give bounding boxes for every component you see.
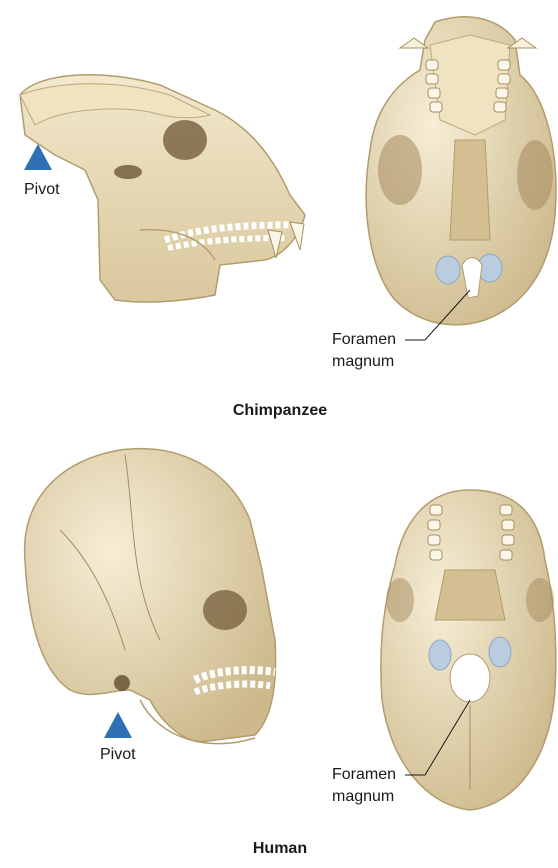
chimp-lateral-skull [20, 75, 305, 302]
chimp-occipital-condyle-left [436, 256, 460, 284]
chimp-ear-opening [114, 165, 142, 179]
chimp-caption: Chimpanzee [180, 402, 380, 420]
human-inferior-skull [381, 490, 556, 810]
chimp-inferior-skull [366, 17, 556, 325]
human-occipital-condyle-right [489, 637, 511, 667]
human-ear-opening [114, 675, 130, 691]
human-lateral-skull [25, 449, 276, 744]
chimp-foramen-label-line1: Foramen [332, 330, 396, 350]
human-pivot-label: Pivot [100, 745, 136, 765]
human-occipital-condyle-left [429, 640, 451, 670]
chimp-pivot-label: Pivot [24, 180, 60, 200]
chimp-foramen-label-line2: magnum [332, 352, 394, 372]
human-eye-socket [203, 590, 247, 630]
chimp-eye-socket [163, 120, 207, 160]
human-foramen-label-line2: magnum [332, 787, 394, 807]
human-caption: Human [180, 840, 380, 858]
human-foramen-label-line1: Foramen [332, 765, 396, 785]
human-pivot-marker-icon [104, 712, 132, 738]
human-foramen-magnum [450, 654, 490, 702]
